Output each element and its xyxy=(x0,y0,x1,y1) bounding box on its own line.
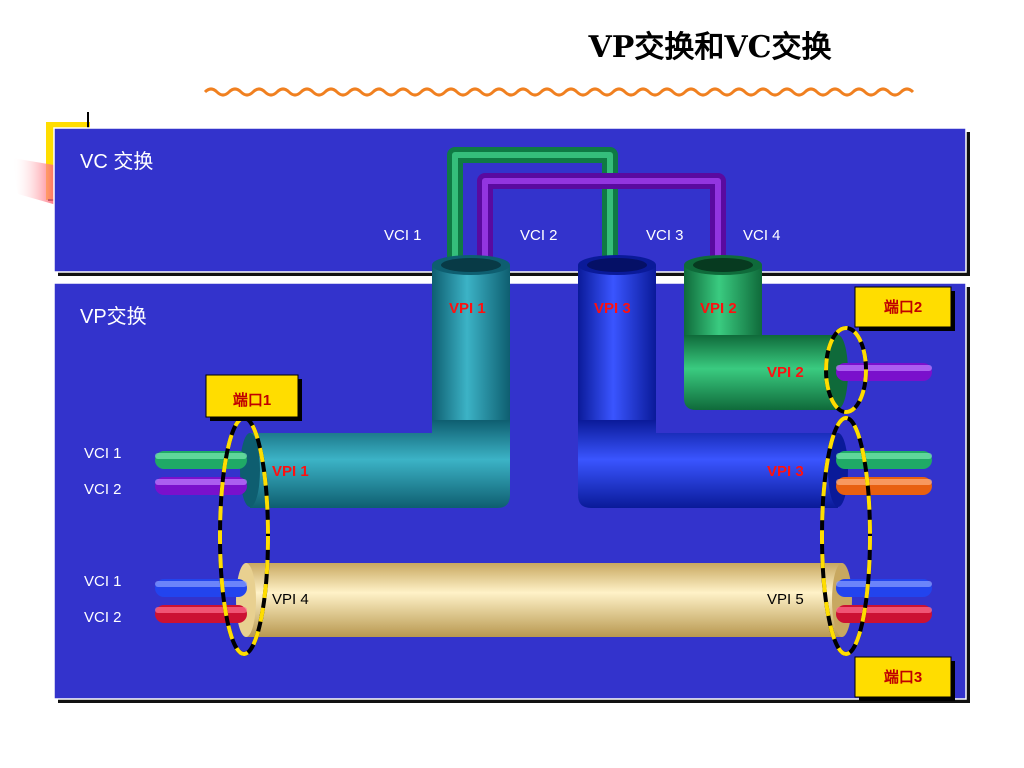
vc-vpi-label: VPI 3 xyxy=(594,300,631,317)
vp-vci-label: VCI 1 xyxy=(84,445,122,462)
vp-section-title: VP交换 xyxy=(80,305,147,328)
port3-box: 端口3 xyxy=(854,656,955,701)
vp-vpi-label: VPI 4 xyxy=(272,591,309,608)
vp-vpi-label: VPI 5 xyxy=(767,591,804,608)
vc-vci-label: VCI 3 xyxy=(646,227,684,244)
vc-section-title: VC 交换 xyxy=(80,150,153,173)
vc-vpi-label: VPI 1 xyxy=(449,300,486,317)
vpi3-blue-pipe xyxy=(578,255,848,508)
vp-vpi-label: VPI 3 xyxy=(767,463,804,480)
vc-vci-label: VCI 1 xyxy=(384,227,422,244)
vp-vci-label: VCI 2 xyxy=(84,609,122,626)
port3-label: 端口3 xyxy=(884,668,922,686)
vp-vpi-label: VPI 1 xyxy=(272,463,309,480)
port2-label: 端口2 xyxy=(884,298,922,316)
port2-dashed-ellipse xyxy=(824,326,868,414)
slide-title: VP交换和VC交换 xyxy=(588,30,832,65)
port1-label: 端口1 xyxy=(233,391,271,409)
vpi1-teal-pipe xyxy=(240,255,510,508)
vc-vpi-label: VPI 2 xyxy=(700,300,737,317)
port1-box: 端口1 xyxy=(205,374,302,421)
vp-vpi-label: VPI 2 xyxy=(767,364,804,381)
right-cables xyxy=(836,363,932,623)
vpi4-vpi5-tan-pipe xyxy=(236,563,852,637)
vc-vci-label: VCI 4 xyxy=(743,227,781,244)
corner-red-wedge xyxy=(12,158,60,206)
vp-vci-label: VCI 2 xyxy=(84,481,122,498)
port3-dashed-ellipse xyxy=(820,416,872,656)
vp-vci-label: VCI 1 xyxy=(84,573,122,590)
port2-box: 端口2 xyxy=(854,286,955,331)
vc-vci-label: VCI 2 xyxy=(520,227,558,244)
vpi2-green-pipe xyxy=(684,255,848,410)
title-underline xyxy=(203,87,915,97)
